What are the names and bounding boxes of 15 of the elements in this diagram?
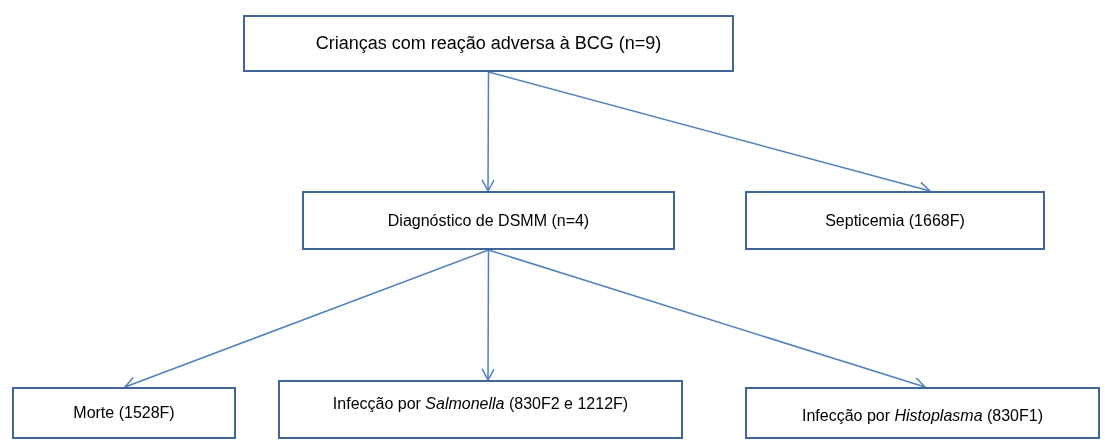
node-label: Diagnóstico de DSMM (n=4) xyxy=(387,210,590,231)
process-box xyxy=(278,380,683,439)
process-box xyxy=(243,15,734,72)
node-label: Septicemia (1668F) xyxy=(825,210,965,231)
process-box xyxy=(745,387,1100,439)
process-box xyxy=(12,387,236,439)
node-label: Infecção por Histoplasma (830F1) xyxy=(802,406,1043,426)
process-box xyxy=(745,191,1045,250)
node-label: Crianças com reação adversa à BCG (n=9) xyxy=(315,32,662,55)
node-label: Morte (1528F) xyxy=(73,403,175,423)
arrow xyxy=(481,249,495,381)
arrow xyxy=(124,249,490,390)
node-label: Infecção por Salmonella (830F2 e 1212F) xyxy=(332,394,629,414)
process-box xyxy=(302,191,675,250)
arrow xyxy=(481,71,495,192)
